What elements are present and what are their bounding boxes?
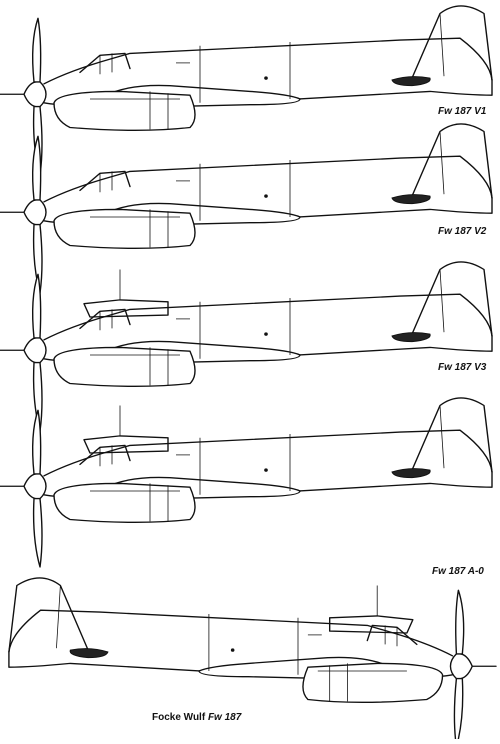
- caption-maker: Focke Wulf: [152, 712, 206, 723]
- profile-fw187-v3: [0, 261, 493, 432]
- label-fw187-a0: Fw 187 A-0: [432, 566, 484, 577]
- profile-fw187-v2: [0, 123, 493, 294]
- label-fw187-v1: Fw 187 V1: [438, 106, 487, 117]
- profile-fw187-a0: [0, 397, 493, 568]
- caption-model: Fw 187: [207, 712, 242, 723]
- label-fw187-v2: Fw 187 V2: [438, 226, 487, 237]
- profile-fw187-final: [8, 577, 497, 744]
- profile-fw187-v1: [0, 5, 493, 176]
- label-fw187-v3: Fw 187 V3: [438, 362, 487, 373]
- caption: Focke Wulf Fw 187: [152, 712, 241, 723]
